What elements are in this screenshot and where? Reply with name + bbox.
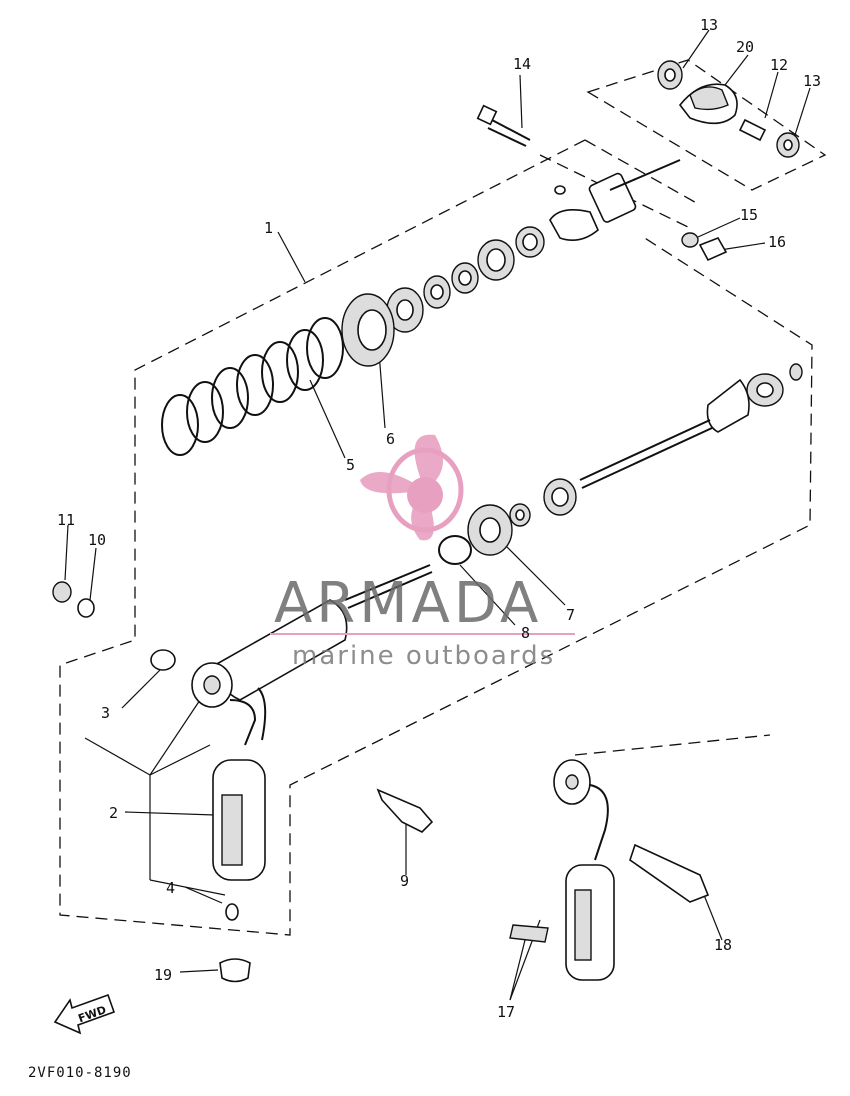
damper-body bbox=[52, 564, 434, 983]
upper-shaft-parts bbox=[386, 159, 728, 333]
callout-9: 9 bbox=[400, 872, 409, 890]
callout-7: 7 bbox=[566, 606, 575, 624]
callout-16: 16 bbox=[768, 233, 786, 251]
watermark-brand: ARMADA bbox=[274, 571, 542, 636]
callout-4: 4 bbox=[166, 879, 175, 897]
armada-watermark: ARMADA marine outboards bbox=[270, 434, 575, 671]
callout-3: 3 bbox=[101, 704, 110, 722]
coil-spring bbox=[161, 317, 344, 456]
propeller-logo-icon bbox=[360, 434, 464, 541]
callout-8: 8 bbox=[521, 624, 530, 642]
forward-direction-arrow: FWD bbox=[53, 993, 116, 1035]
callout-6: 6 bbox=[386, 430, 395, 448]
callout-17: 17 bbox=[497, 1003, 515, 1021]
watermark-tagline: marine outboards bbox=[292, 641, 555, 671]
leader-lines bbox=[64, 29, 811, 1001]
callout-20: 20 bbox=[736, 38, 754, 56]
callout-numbers: 1 2 3 4 5 6 7 8 9 10 11 12 13 13 14 15 1… bbox=[57, 16, 821, 1021]
upper-bolt bbox=[476, 104, 531, 147]
damper-rod-parts bbox=[438, 363, 803, 565]
callout-18: 18 bbox=[714, 936, 732, 954]
spring-seat bbox=[341, 293, 395, 367]
callout-19: 19 bbox=[154, 966, 172, 984]
top-bracket-parts bbox=[657, 60, 800, 158]
callout-1: 1 bbox=[264, 219, 273, 237]
callout-5: 5 bbox=[346, 456, 355, 474]
callout-12: 12 bbox=[770, 56, 788, 74]
callout-10: 10 bbox=[88, 531, 106, 549]
callout-11: 11 bbox=[57, 511, 75, 529]
callout-14: 14 bbox=[513, 55, 531, 73]
callout-13-right: 13 bbox=[803, 72, 821, 90]
callout-2: 2 bbox=[109, 804, 118, 822]
callout-13-left: 13 bbox=[700, 16, 718, 34]
diagram-code: 2VF010-8190 bbox=[28, 1065, 132, 1081]
inset-alt-damper bbox=[509, 734, 771, 981]
callout-15: 15 bbox=[740, 206, 758, 224]
